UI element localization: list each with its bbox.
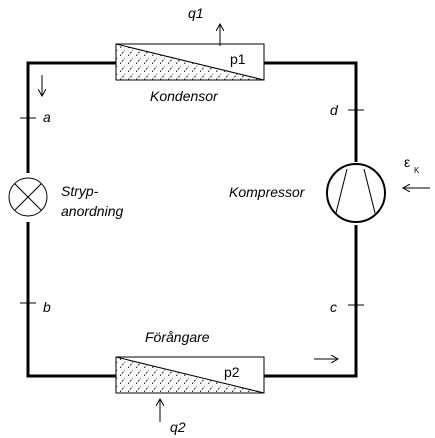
condenser-pressure-label: p1: [230, 51, 246, 67]
compressor-stroke-2: [363, 168, 376, 214]
throttle-label-line1: Stryp-: [61, 183, 99, 199]
state-point-ticks: [20, 109, 364, 306]
point-c-label: c: [330, 299, 337, 315]
compressor-circle: [326, 163, 386, 223]
evaporator-diagonal: [115, 356, 265, 394]
throttle-label-line2: anordning: [61, 203, 123, 219]
q2-label: q2: [170, 419, 186, 435]
throttle-cross-2: [14, 183, 42, 211]
compressor-input: ε K: [403, 154, 430, 188]
condenser-diagonal: [115, 43, 265, 81]
compressor-label: Kompressor: [229, 184, 306, 200]
flow-arrows: [42, 75, 338, 359]
state-point-labels: a b c d: [43, 102, 339, 315]
condenser: p1 Kondensor: [115, 43, 265, 104]
compressor-input-subscript: K: [414, 166, 420, 175]
circuit-pipes: [26, 61, 358, 378]
q1-label: q1: [188, 5, 204, 21]
pipe-right-bottom: [264, 225, 358, 378]
throttle-valve: Stryp- anordning: [8, 177, 123, 219]
heat-flow-q1: q1: [188, 5, 220, 46]
compressor-input-symbol: ε: [404, 154, 410, 170]
condenser-label: Kondensor: [150, 88, 219, 104]
compressor-stroke-1: [335, 168, 348, 214]
evaporator-pressure-label: p2: [224, 364, 240, 380]
evaporator-label: Förångare: [145, 329, 210, 345]
point-a-label: a: [43, 109, 51, 125]
pipe-top-right: [264, 61, 358, 162]
compressor: Kompressor: [229, 163, 386, 223]
pipe-top-left: [26, 61, 116, 173]
evaporator: p2 Förångare: [115, 329, 265, 394]
point-b-label: b: [43, 299, 51, 315]
point-d-label: d: [330, 102, 339, 118]
heat-flow-q2: q2: [160, 399, 186, 435]
pipe-left-bottom: [26, 222, 116, 378]
